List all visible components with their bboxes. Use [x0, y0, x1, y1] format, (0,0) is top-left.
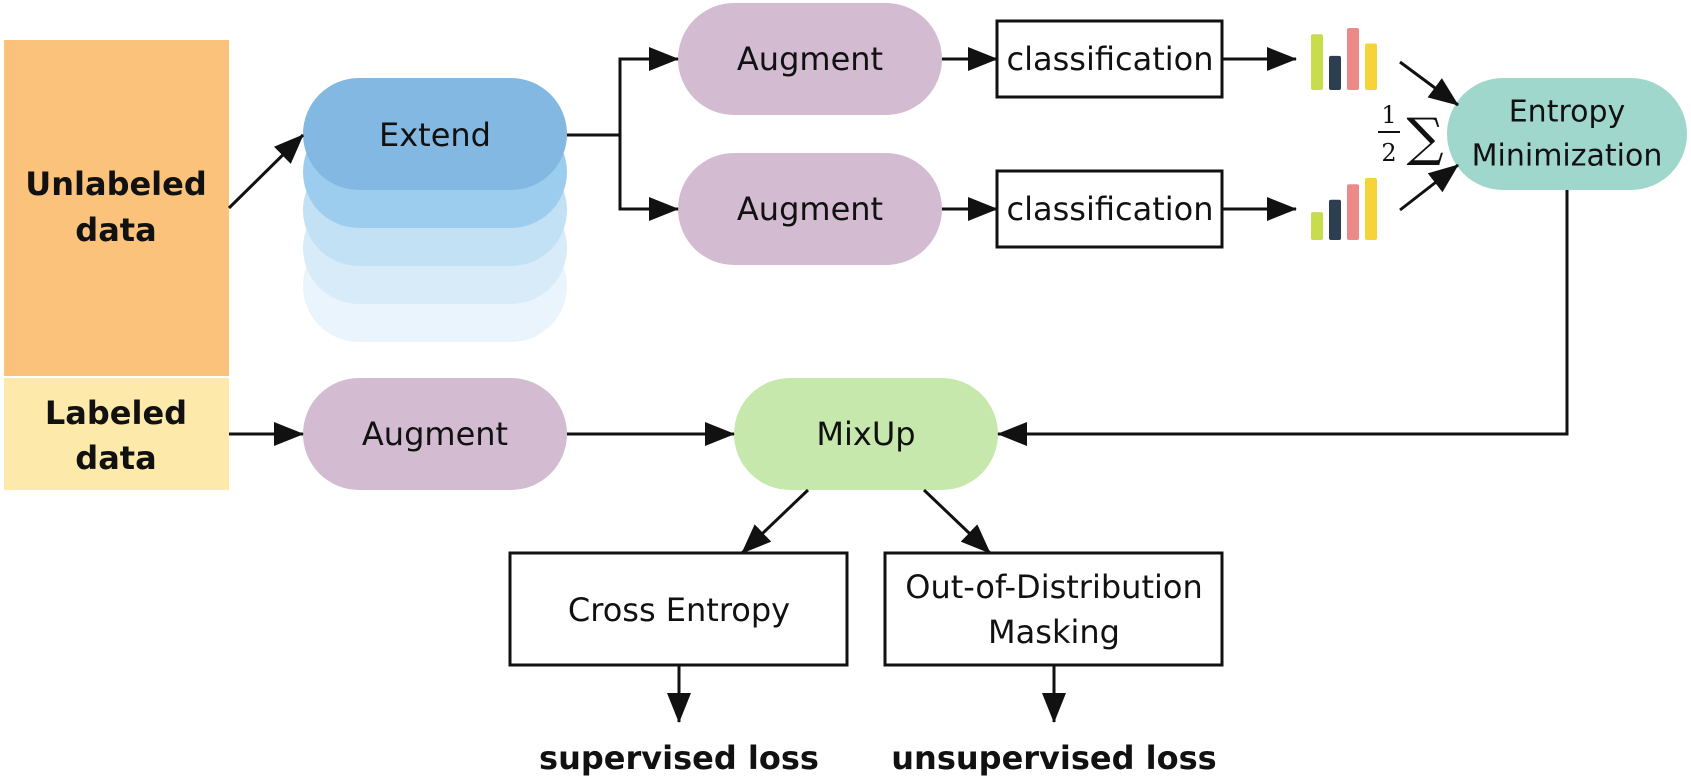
arrow-entropy-to-mixup: [997, 190, 1569, 446]
mixup-label: MixUp: [816, 415, 915, 453]
distribution-bar: [1365, 178, 1377, 240]
distribution-bar: [1329, 55, 1341, 90]
augment-mid-node: [678, 153, 942, 265]
fraction-numerator: 1: [1381, 101, 1396, 129]
augment-top-node: [678, 3, 942, 115]
supervised-loss-label: supervised loss: [539, 739, 819, 777]
unlabeled-data-block: [4, 40, 229, 376]
augment-mid-label: Augment: [737, 190, 883, 228]
distribution-bar: [1329, 199, 1341, 240]
labeled-data-label-line1: Labeled: [45, 394, 187, 432]
ood-masking-label-line2: Masking: [988, 613, 1120, 651]
arrow-mixup-to-cross-entropy: [740, 488, 810, 555]
labeled-data-block: [4, 378, 229, 490]
bar-chart-icon: [1311, 28, 1377, 90]
extend-node: [303, 78, 567, 190]
mixup-node: [734, 378, 998, 490]
unsupervised-loss-label: unsupervised loss: [891, 739, 1216, 777]
arrow-extend-to-augment-mid: [618, 135, 679, 221]
classification-mid-box: [995, 169, 1224, 249]
entropy-minimization-label-line1: Entropy: [1509, 95, 1626, 130]
extend-label: Extend: [379, 116, 491, 154]
augment-labeled-node: [303, 378, 567, 490]
unlabeled-data-label-line2: data: [75, 211, 156, 249]
entropy-minimization-label-line2: Minimization: [1472, 139, 1663, 174]
arrow-distribution-top-to-entropy: [1399, 60, 1459, 107]
sum-symbol: ∑: [1406, 108, 1443, 168]
distribution-bar: [1347, 184, 1359, 240]
arrow-unlabeled-to-extend: [227, 133, 305, 210]
half-sum-symbol: 1 2 ∑: [1378, 101, 1444, 168]
cross-entropy-label: Cross Entropy: [568, 591, 790, 629]
entropy-minimization-node: [1447, 78, 1687, 190]
bar-chart-icon: [1311, 178, 1377, 240]
unlabeled-data-label-line1: Unlabeled: [25, 165, 207, 203]
augment-labeled-label: Augment: [362, 415, 508, 453]
distribution-bar: [1311, 34, 1323, 90]
labeled-data-label-line2: data: [75, 439, 156, 477]
arrow-mixup-to-ood-masking: [922, 488, 992, 555]
ood-masking-label-line1: Out-of-Distribution: [905, 568, 1202, 606]
distribution-bar: [1365, 43, 1377, 90]
distribution-bar: [1347, 28, 1359, 90]
classification-top-label: classification: [1007, 40, 1214, 78]
fraction-denominator: 2: [1381, 139, 1396, 167]
connectors: [227, 47, 1569, 723]
distribution-bar: [1311, 212, 1323, 240]
arrow-distribution-bottom-to-entropy: [1399, 163, 1459, 212]
augment-top-label: Augment: [737, 40, 883, 78]
classification-mid-label: classification: [1007, 190, 1214, 228]
arrow-extend-to-augment-top: [567, 47, 679, 137]
